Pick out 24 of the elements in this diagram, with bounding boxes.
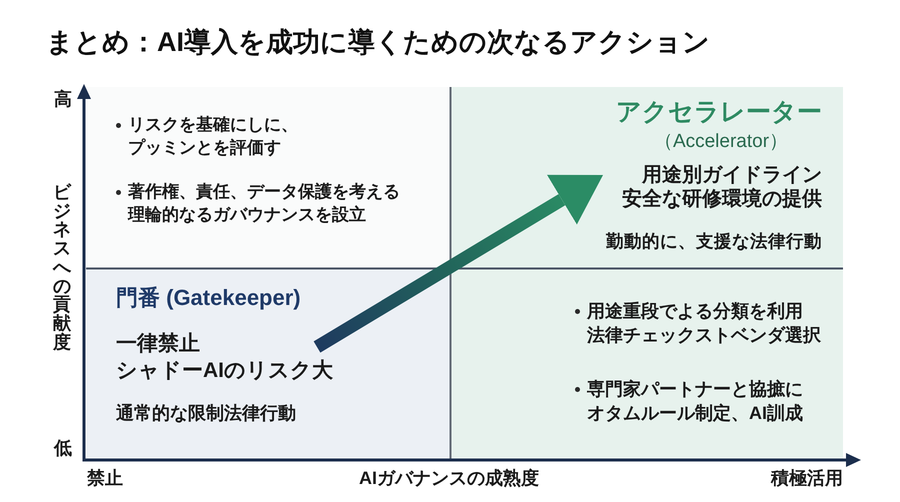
bullet-text: 専門家パートナーと協摭にオタムルール制定、AI訓成 [587, 378, 803, 425]
quadrant-title: アクセラレーター [616, 97, 822, 128]
quadrant-panel [86, 269, 451, 460]
bullet-text: リスクを基確にしに、プッミンとを評価す [128, 114, 298, 159]
quadrant-panel [451, 269, 843, 460]
axis-title: ビジネスへの貢献度 [53, 183, 71, 352]
body-text: 勤動的に、支援な法律行動 [606, 230, 822, 253]
body-text: シャドーAIのリスク大 [116, 358, 333, 384]
quadrant-panel [451, 87, 843, 269]
bullet-text: 用途重段でよる分類を利用法律チェックストベンダ選択 [587, 300, 821, 347]
axis-label: 高 [54, 88, 72, 111]
quadrant-panel [86, 87, 451, 269]
quadrant-subtitle: （Accelerator） [654, 130, 788, 154]
axis-title: AIガバナンスの成熟度 [359, 467, 539, 490]
body-text: 安全な研修環境の提供 [622, 186, 822, 212]
body-text: 一律禁止 [116, 331, 200, 357]
body-text: 通常的な限制法律行動 [116, 402, 296, 425]
bullet-text: 著作権、責任、データ保護を考える理輪的なるガバウナンスを設立 [128, 181, 400, 226]
axis-label: 低 [54, 437, 72, 460]
body-text: 用途別ガイドライン [642, 163, 822, 188]
axis-label: 禁止 [87, 467, 123, 490]
page-title: まとめ：AI導入を成功に導くための次なるアクション [46, 26, 710, 59]
quadrant-title: 門番 (Gatekeeper) [116, 284, 301, 312]
axis-label: 積極活用 [771, 467, 843, 490]
